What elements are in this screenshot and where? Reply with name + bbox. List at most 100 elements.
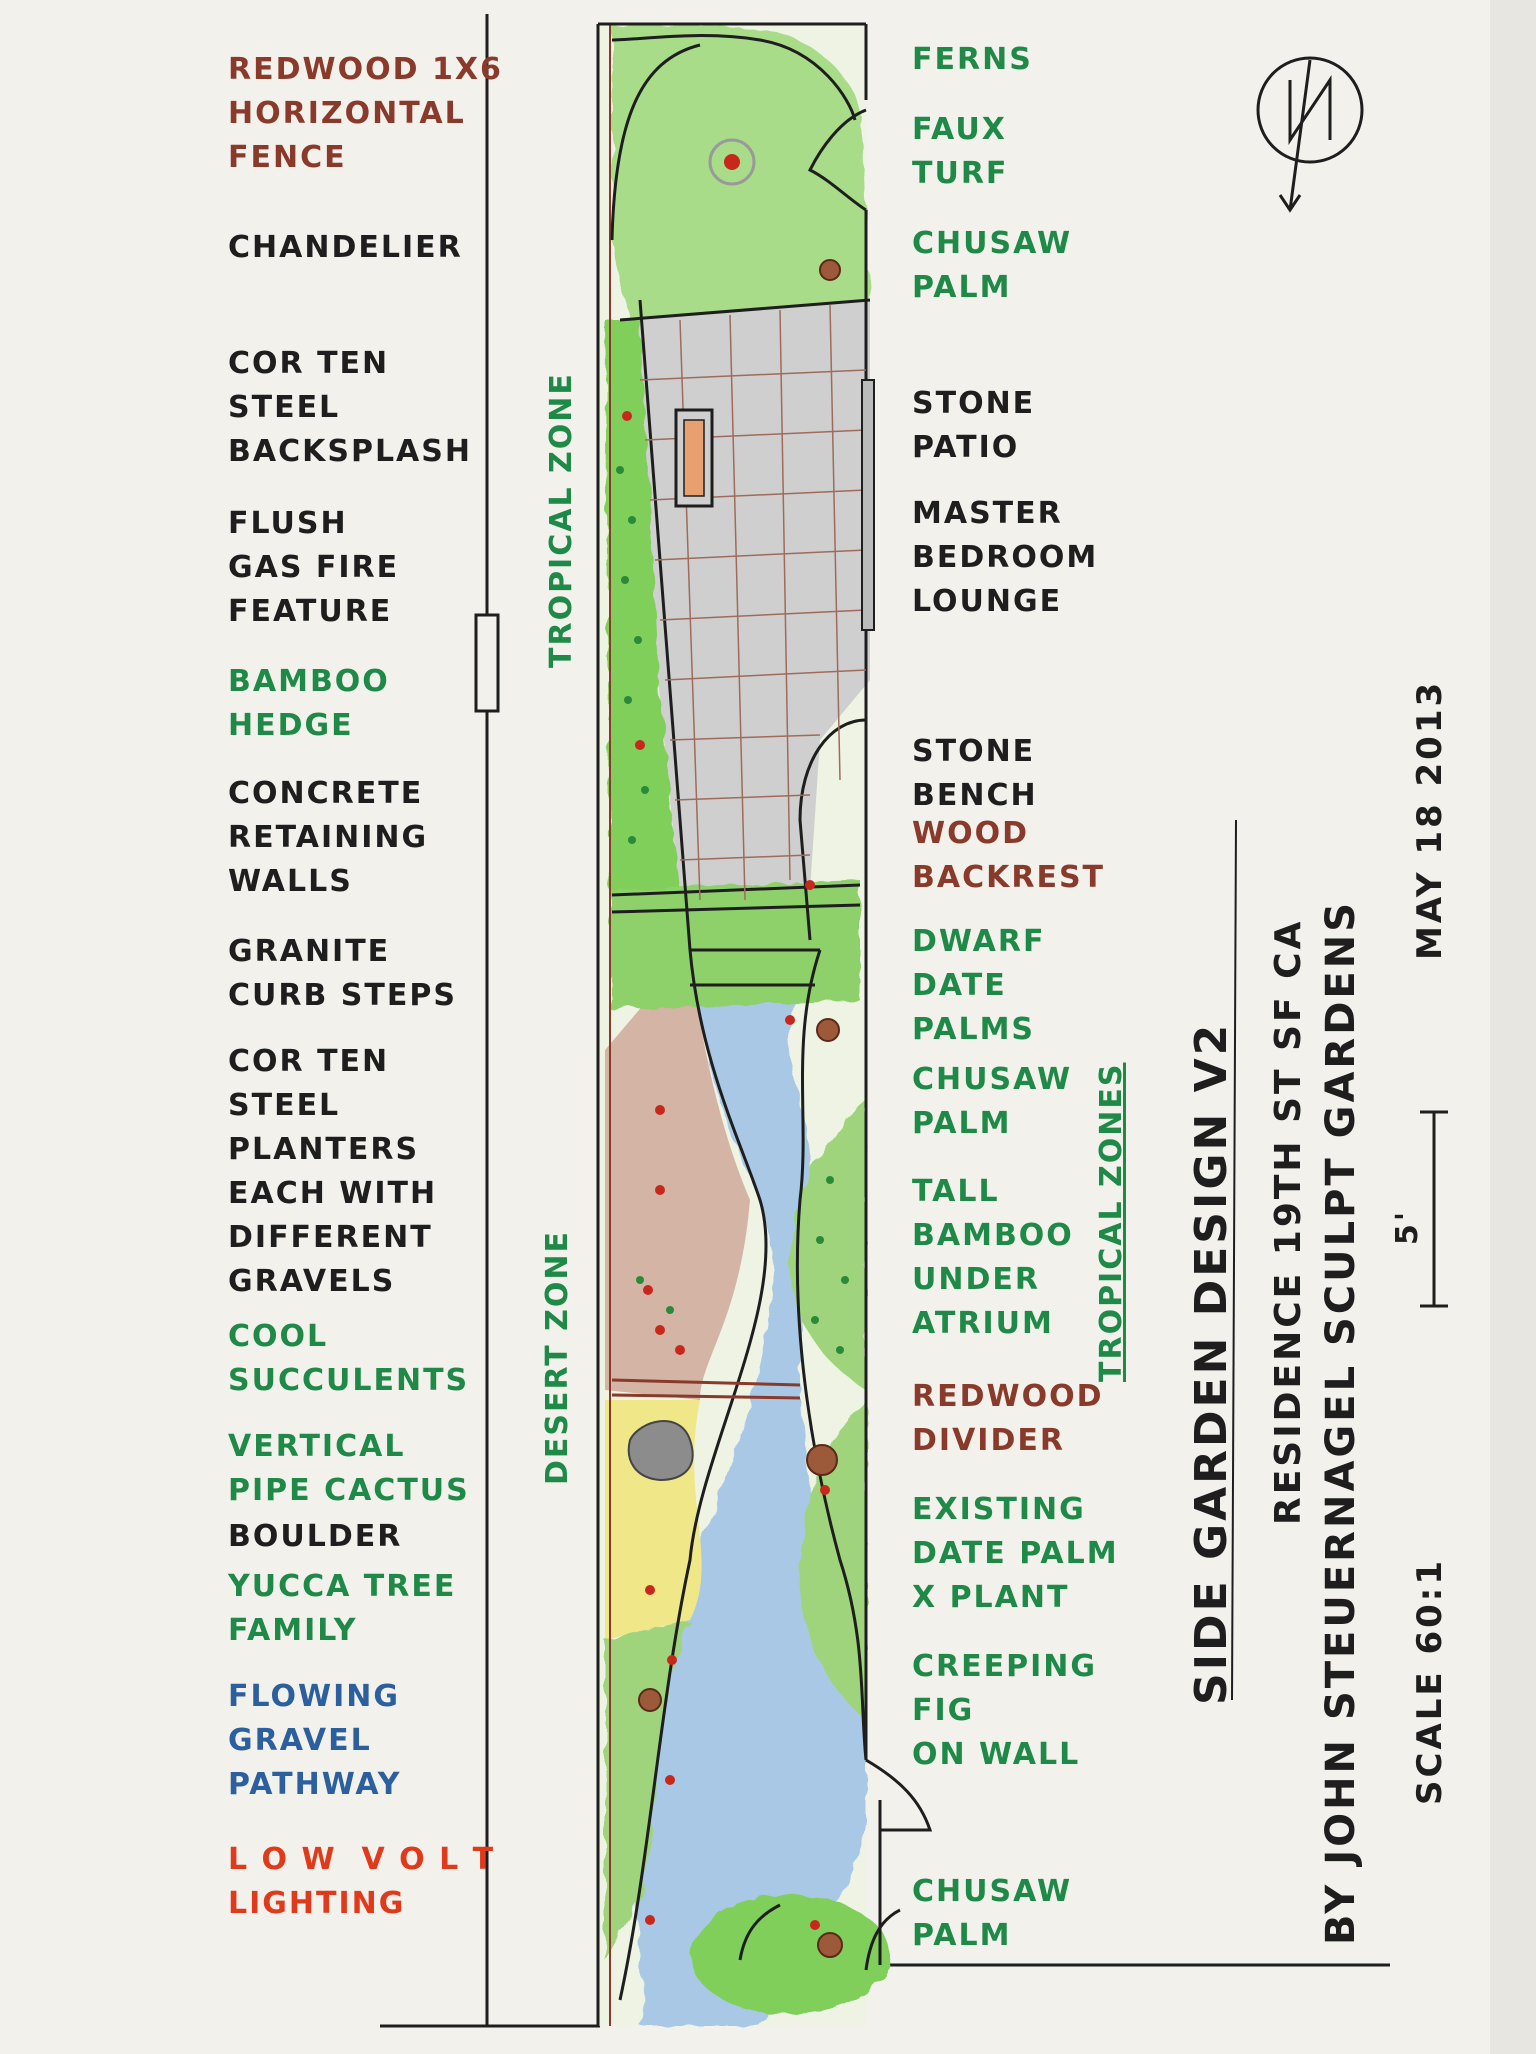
right-label-line: FIG — [912, 1693, 975, 1728]
date-palm-planter — [800, 1400, 866, 1720]
right-label-chusaw-palm-1: CHUSAW PALM — [912, 222, 1072, 310]
left-label-line: BAMBOO — [228, 664, 390, 699]
right-label-line: DATE — [912, 968, 1007, 1003]
scale-bar-label: 5' — [1390, 1208, 1425, 1245]
left-label-boulder: BOULDER — [228, 1515, 402, 1559]
right-label-line: ON WALL — [912, 1737, 1081, 1772]
right-label-chusaw-palm-2: CHUSAW PALM — [912, 1058, 1072, 1146]
left-label-line: VERTICAL — [228, 1429, 406, 1464]
left-label-line: YUCCA TREE — [228, 1569, 457, 1604]
left-label-line: FLUSH — [228, 506, 348, 541]
north-arrow-icon — [1256, 56, 1364, 213]
left-label-line: EACH WITH — [228, 1176, 438, 1211]
left-label-line: PLANTERS — [228, 1132, 420, 1167]
left-label-line: REDWOOD 1X6 — [228, 52, 503, 87]
right-label-line: PATIO — [912, 430, 1020, 465]
left-label-line: FENCE — [228, 140, 347, 175]
title-underline — [1231, 819, 1237, 1701]
right-label-line: BEDROOM — [912, 540, 1099, 575]
left-label-line: LIGHTING — [228, 1886, 406, 1921]
date-label: MAY 18 2013 — [1410, 679, 1450, 960]
right-label-line: BENCH — [912, 778, 1038, 813]
right-label-line: BACKREST — [912, 860, 1106, 895]
faux-turf-area — [612, 24, 870, 321]
right-label-line: CHUSAW — [912, 226, 1073, 261]
right-label-stone-patio: STONE PATIO — [912, 382, 1035, 470]
right-label-line: STONE — [912, 386, 1036, 421]
right-label-line: CHUSAW — [912, 1062, 1073, 1097]
tropical-zones-label: TROPICAL ZONES — [1094, 1062, 1129, 1382]
right-label-line: BAMBOO — [912, 1218, 1074, 1253]
property-lines — [380, 14, 1390, 2028]
left-label-line: DIFFERENT — [228, 1220, 433, 1255]
left-label-corten-backsplash: COR TEN STEEL BACKSPLASH — [228, 342, 472, 474]
left-label-line: CURB STEPS — [228, 978, 457, 1013]
right-label-redwood-divider: REDWOOD DIVIDER — [912, 1375, 1104, 1463]
left-label-line: CHANDELIER — [228, 230, 463, 265]
residence-line: RESIDENCE 19TH ST SF CA — [1268, 918, 1309, 1525]
left-label-chandelier: CHANDELIER — [228, 226, 463, 270]
left-label-line: COR TEN — [228, 1044, 390, 1079]
left-label-line: PIPE CACTUS — [228, 1473, 470, 1508]
left-label-retaining-walls: CONCRETE RETAINING WALLS — [228, 772, 428, 904]
right-label-line: PALMS — [912, 1012, 1036, 1047]
chandelier-icon — [708, 138, 756, 186]
desert-zone-label: DESERT ZONE — [540, 1229, 575, 1485]
left-label-line: PATHWAY — [228, 1767, 402, 1802]
left-label-line: SUCCULENTS — [228, 1363, 470, 1398]
right-label-line: REDWOOD — [912, 1379, 1104, 1414]
planting-dots — [616, 466, 849, 1354]
left-label-line: BACKSPLASH — [228, 434, 472, 469]
left-label-line: GRAVEL — [228, 1723, 372, 1758]
left-label-line: COR TEN — [228, 346, 390, 381]
drawing-title: SIDE GARDEN DESIGN V2 — [1186, 1021, 1237, 1705]
author-credit: BY JOHN STEUERNAGEL SCULPT GARDENS — [1318, 899, 1364, 1945]
right-label-line: FERNS — [912, 42, 1033, 77]
right-label-line: PALM — [912, 1106, 1012, 1141]
left-label-line: CONCRETE — [228, 776, 424, 811]
right-label-stone-bench: STONE BENCH — [912, 730, 1038, 818]
left-label-line: COOL — [228, 1319, 329, 1354]
bottom-palm-bed — [690, 1895, 890, 2015]
left-label-cool-succulents: COOL SUCCULENTS — [228, 1315, 469, 1403]
right-label-line: UNDER — [912, 1262, 1040, 1297]
left-label-line: GAS FIRE — [228, 550, 400, 585]
left-label-line: WALLS — [228, 864, 353, 899]
right-label-line: TALL — [912, 1174, 1000, 1209]
left-label-pipe-cactus: VERTICAL PIPE CACTUS — [228, 1425, 470, 1513]
tall-bamboo-planter — [790, 1100, 866, 1390]
left-label-line: RETAINING — [228, 820, 429, 855]
right-label-line: DIVIDER — [912, 1423, 1065, 1458]
right-label-line: PALM — [912, 1918, 1012, 1953]
right-label-line: LOUNGE — [912, 584, 1063, 619]
left-label-line: L O W V O L T — [228, 1842, 496, 1877]
paper-edge — [1490, 0, 1536, 2054]
bamboo-hedge-area — [605, 320, 680, 900]
left-label-line: GRANITE — [228, 934, 391, 969]
right-label-line: STONE — [912, 734, 1036, 769]
stone-bench — [861, 379, 875, 631]
scale-bar — [1420, 1110, 1448, 1308]
succulent-area — [605, 1620, 690, 1960]
left-label-line: STEEL — [228, 390, 341, 425]
tropical-zone-label: TROPICAL ZONE — [544, 372, 579, 668]
right-label-line: EXISTING — [912, 1492, 1086, 1527]
left-label-line: STEEL — [228, 1088, 341, 1123]
palms — [638, 259, 843, 1958]
left-label-low-volt: L O W V O L T LIGHTING — [228, 1838, 495, 1926]
low-volt-lights — [622, 411, 830, 1930]
right-label-line: WOOD — [912, 816, 1029, 851]
right-label-ferns: FERNS — [912, 38, 1033, 82]
gas-fire-feature — [674, 408, 714, 508]
granite-steps-area — [610, 880, 860, 1010]
right-label-line: PALM — [912, 270, 1012, 305]
